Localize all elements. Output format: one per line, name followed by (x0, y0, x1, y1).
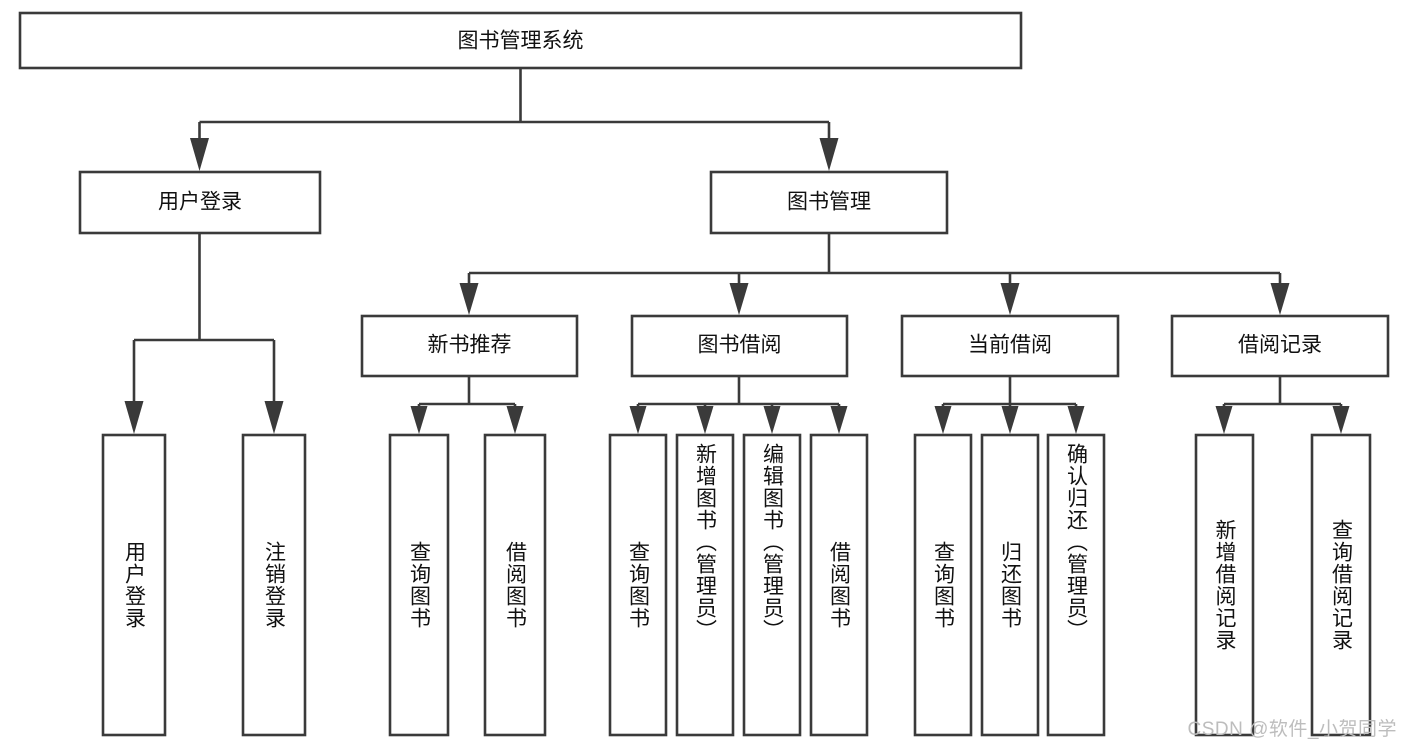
book-borrow-label: 图书借阅 (698, 334, 782, 357)
leaf-return-book-box[interactable] (980, 433, 1040, 737)
leaf-query-book-3-box[interactable] (913, 433, 973, 737)
arrow-to-leaf-borrow-book-1 (506, 406, 524, 434)
leaf-user-login-box[interactable] (101, 433, 167, 737)
leaf-confirm-return-admin-box[interactable] (1046, 433, 1106, 737)
connectors-group (124, 68, 1350, 434)
leaf-borrow-book-1-box[interactable] (483, 433, 547, 737)
node-borrow-record[interactable]: 借阅记录 (1170, 314, 1390, 378)
arrow-to-leaf-logout (264, 401, 284, 434)
new-book-recommend-box[interactable] (360, 314, 579, 378)
arrow-to-leaf-confirm-return-admin (1067, 406, 1085, 434)
arrow-to-new-book-recommend (459, 283, 479, 315)
root-box[interactable] (18, 11, 1023, 70)
node-book-manage[interactable]: 图书管理 (709, 170, 949, 235)
root-label: 图书管理系统 (458, 30, 584, 53)
arrow-to-leaf-query-book-2 (629, 406, 647, 434)
csdn-watermark: CSDN @软件_小贺同学 (1187, 719, 1397, 740)
book-manage-box[interactable] (709, 170, 949, 235)
node-new-book-recommend[interactable]: 新书推荐 (360, 314, 579, 378)
arrow-to-leaf-edit-book-admin (763, 406, 781, 434)
user-login-box[interactable] (78, 170, 322, 235)
arrow-to-leaf-query-book-1 (410, 406, 428, 434)
arrow-to-leaf-borrow-book-2 (830, 406, 848, 434)
arrow-to-book-borrow (729, 283, 749, 315)
node-current-borrow[interactable]: 当前借阅 (900, 314, 1120, 378)
arrow-to-leaf-add-book-admin (696, 406, 714, 434)
leaf-query-borrow-record-box[interactable] (1310, 433, 1372, 737)
leaf-borrow-book-2-box[interactable] (809, 433, 869, 737)
arrow-to-leaf-return-book (1001, 406, 1019, 434)
arrow-to-leaf-query-borrow-record (1332, 406, 1350, 434)
leaf-query-book-2-box[interactable] (608, 433, 668, 737)
arrow-to-leaf-add-borrow-record (1215, 406, 1233, 434)
book-manage-label: 图书管理 (787, 191, 871, 214)
leaf-edit-book-admin-box[interactable] (742, 433, 802, 737)
arrow-to-user-login (190, 138, 209, 171)
borrow-record-box[interactable] (1170, 314, 1390, 378)
current-borrow-label: 当前借阅 (968, 334, 1052, 357)
leaf-logout-box[interactable] (241, 433, 307, 737)
current-borrow-box[interactable] (900, 314, 1120, 378)
arrow-to-leaf-user-login (124, 401, 144, 434)
leaf-query-book-1-box[interactable] (388, 433, 450, 737)
arrow-to-current-borrow (1000, 283, 1020, 315)
arrow-to-leaf-query-book-3 (934, 406, 952, 434)
arrow-to-book-manage (819, 138, 839, 171)
borrow-record-label: 借阅记录 (1238, 334, 1322, 357)
user-login-label: 用户登录 (158, 191, 242, 214)
book-borrow-box[interactable] (630, 314, 849, 378)
new-book-recommend-label: 新书推荐 (428, 334, 512, 357)
leaf-add-borrow-record-box[interactable] (1194, 433, 1255, 737)
node-user-login[interactable]: 用户登录 (78, 170, 322, 235)
node-book-borrow[interactable]: 图书借阅 (630, 314, 849, 378)
leaf-boxes-group (101, 433, 1372, 737)
arrow-to-borrow-record (1270, 283, 1290, 315)
node-root[interactable]: 图书管理系统 (18, 11, 1023, 70)
leaf-add-book-admin-box[interactable] (675, 433, 735, 737)
